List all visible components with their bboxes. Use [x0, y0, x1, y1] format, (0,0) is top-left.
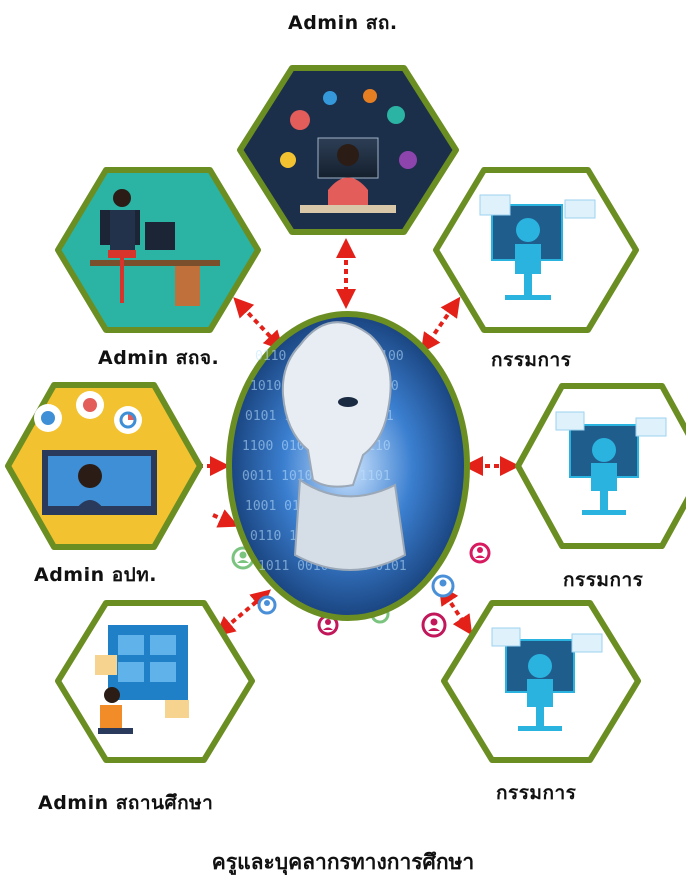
- node-middle-right-label: กรรมการ: [563, 569, 644, 591]
- node-lower-right-label: กรรมการ: [496, 782, 577, 804]
- user-bubble-icon: [421, 612, 447, 638]
- node-lower-right-hexagon: [441, 600, 641, 763]
- central-hub: 0110 1001 0101 1100 1010 0011 1011 0010 …: [226, 311, 470, 621]
- coder-at-screen-illustration: [491, 627, 603, 731]
- arrow-upper-right: [420, 296, 461, 354]
- arrow-small-left: [212, 509, 239, 528]
- node-upper-left-label: Admin สถจ.: [98, 347, 220, 369]
- programmer-monitors-illustration: [280, 89, 417, 213]
- user-bubble-icon: [431, 574, 455, 598]
- footer-caption: ครูและบุคลากรทางการศึกษา: [211, 850, 475, 874]
- node-lower-left-label: Admin สถานศึกษา: [38, 792, 214, 814]
- node-top-hexagon: [237, 65, 459, 235]
- coder-at-screen-illustration: [479, 194, 596, 300]
- node-lower-left-hexagon: [55, 600, 255, 763]
- app-developer-illustration: [95, 625, 189, 734]
- node-upper-left-hexagon: [55, 167, 261, 333]
- user-bubble-icon: [469, 542, 491, 564]
- node-middle-left-hexagon: [5, 382, 203, 550]
- node-top-label: Admin สถ.: [288, 12, 398, 34]
- node-upper-right-hexagon: [433, 167, 639, 333]
- developer-desk-illustration: [90, 189, 220, 306]
- robot-head-icon: [281, 321, 407, 571]
- node-middle-left-label: Admin อปท.: [34, 564, 157, 586]
- user-bubble-icon: [257, 595, 277, 615]
- node-middle-right-hexagon: [515, 383, 686, 549]
- arrow-upper-left: [233, 297, 284, 351]
- coder-at-screen-illustration: [555, 411, 667, 515]
- node-upper-right-label: กรรมการ: [491, 349, 572, 371]
- admin-dashboard-illustration: [34, 391, 157, 515]
